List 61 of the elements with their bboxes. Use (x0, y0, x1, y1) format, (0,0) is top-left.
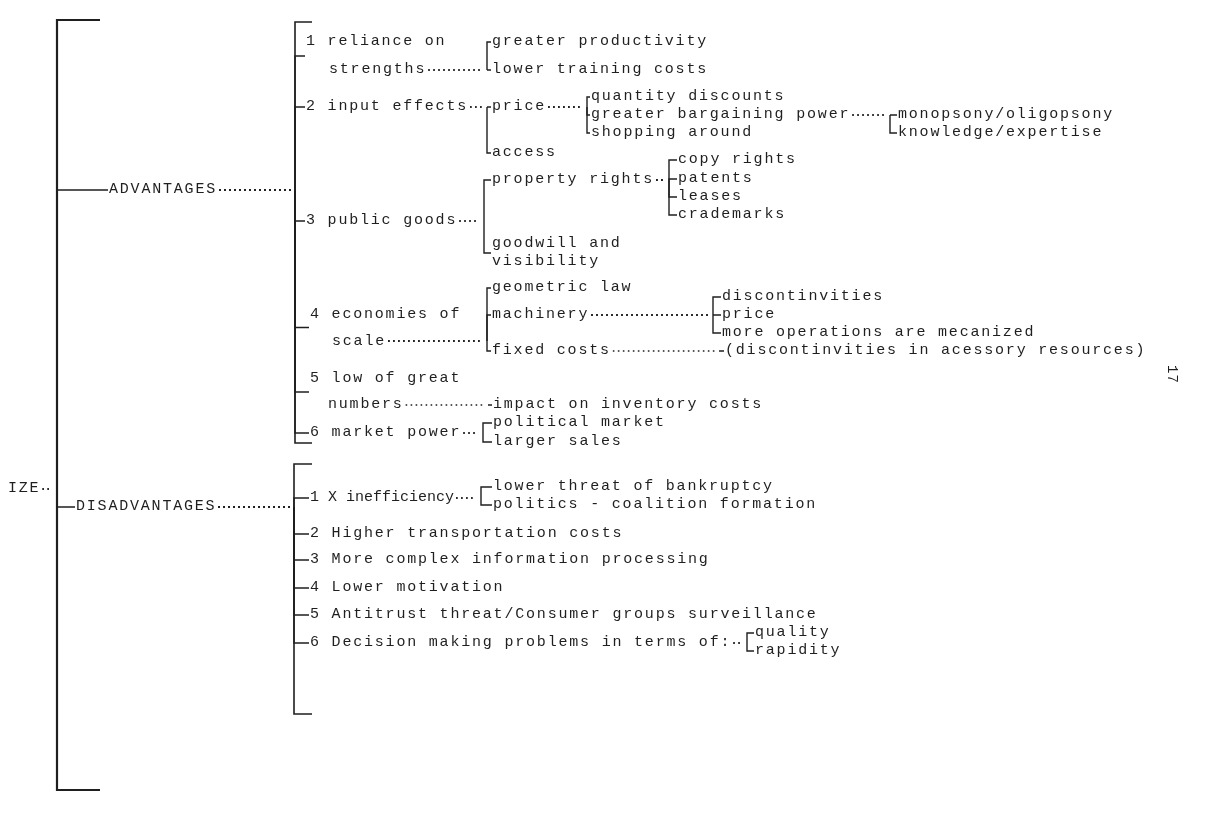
bracket-connector (732, 642, 755, 652)
outline-text: (discontinvities in acessory resources) (725, 342, 1147, 360)
outline-text: DISADVANTAGES (76, 498, 217, 516)
bracket-connector (427, 69, 492, 71)
outline-text: monopsony/oligopsony (898, 106, 1115, 124)
bracket-connector (218, 189, 310, 434)
outline-text: ADVANTAGES (109, 181, 217, 199)
outline-text: more operations are mecanized (722, 324, 1036, 342)
outline-text: goodwill and visibility (492, 235, 642, 271)
outline-text: knowledge/expertise (898, 124, 1104, 142)
bracket-connector (455, 497, 493, 506)
outline-text: greater productivity (492, 33, 709, 51)
bracket-connector (655, 179, 678, 216)
outline-text: larger sales (493, 433, 623, 451)
bracket-connector (469, 106, 492, 154)
outline-text: 6 market power (310, 424, 462, 442)
outline-text: 1 X inefficiency (310, 489, 455, 507)
outline-text: 3 More complex information processing (310, 551, 710, 569)
outline-text: 4 Lower motivation (310, 579, 505, 597)
outline-text: political market (493, 414, 666, 432)
outline-text: property rights (492, 171, 655, 189)
outline-text: quality (755, 624, 831, 642)
outline-text: 5 Antitrust threat/Consumer groups surveillance (310, 606, 818, 624)
bracket-connector (462, 432, 493, 443)
outline-text: discontinvities (722, 288, 885, 306)
outline-text: copy rights (678, 151, 797, 169)
outline-text: politics - coalition formation (493, 496, 818, 514)
bracket-connector (217, 506, 310, 644)
bracket-connector (612, 350, 725, 352)
outline-text: greater bargaining power (591, 106, 851, 124)
outline-text: 2 input effects (306, 98, 469, 116)
bracket-connector (387, 340, 492, 352)
bracket-connector (547, 106, 591, 134)
bracket-connector (851, 114, 898, 134)
outline-text: 6 Decision making problems in terms of: (310, 634, 732, 652)
outline-text: 4 economies of scale (310, 300, 478, 355)
bracket-connector (41, 488, 76, 508)
outline-text: shopping around (591, 124, 754, 142)
bracket-connector (590, 314, 722, 334)
outline-text: rapidity (755, 642, 842, 660)
outline-text: lower threat of bankruptcy (493, 478, 774, 496)
outline-text: machinery (492, 306, 590, 324)
page-number: 17 (1162, 365, 1181, 384)
outline-text: price (492, 98, 546, 116)
bracket-connector (458, 220, 492, 254)
bracket-connector (404, 404, 493, 406)
outline-text: leases (678, 188, 743, 206)
outline-text: 3 public goods (306, 212, 458, 230)
outline-text: crademarks (678, 206, 786, 224)
outline-text: impact on inventory costs (493, 396, 764, 414)
outline-text: quantity discounts (591, 88, 786, 106)
outline-text: 1 reliance on strengths (306, 28, 478, 84)
outline-text: 5 low of great numbers (310, 366, 478, 418)
outline-text: price (722, 306, 776, 324)
outline-text: geometric law (492, 279, 633, 297)
outline-text: IZE (8, 480, 41, 498)
outline-text: access (492, 144, 557, 162)
outline-text: patents (678, 170, 754, 188)
outline-text: lower training costs (492, 61, 709, 79)
outline-text: 2 Higher transportation costs (310, 525, 624, 543)
outline-text: fixed costs (492, 342, 611, 360)
